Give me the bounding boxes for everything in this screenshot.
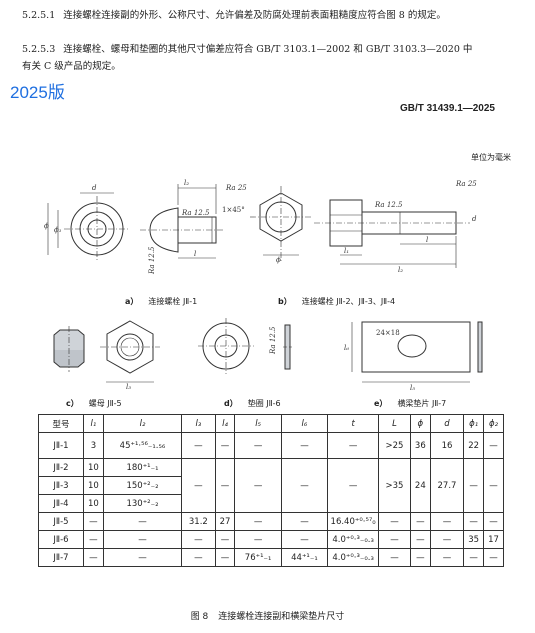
header-phi: ϕ (409, 414, 431, 433)
dim-l-label: l (194, 250, 196, 258)
header-l6: l₆ (280, 414, 329, 433)
ra-12-5-label-vertical: Ra 12.5 (148, 246, 156, 275)
washer-front-view (198, 318, 254, 374)
table-header-row: 型号 l₁ l₂ l₃ l₄ l₅ l₆ t L ϕ d ϕ₁ ϕ₂ (38, 414, 504, 433)
dim-l1-label: l₁ (344, 247, 349, 255)
caption-d: d）垫圈 JⅡ-6 (224, 399, 281, 408)
table-row: JⅡ-6 — — — — — — 4.0⁺⁰·³₋₀.₃ — — — 35 17 (38, 530, 504, 549)
ra-25-label: Ra 25 (225, 184, 247, 192)
header-t: t (327, 414, 380, 433)
clause-number: 5.2.5.1 (22, 10, 56, 21)
hex-bolt-side-view (314, 199, 470, 268)
caption-b: b）连接螺栓 JⅡ-2、JⅡ-3、JⅡ-4 (278, 297, 396, 306)
table-row: JⅡ-3 10 150⁺²₋₂ (38, 476, 504, 495)
nut-front-view (100, 320, 160, 383)
technical-drawing: d ϕ ϕ₁ l₂ l Ra 12.5 1×45° Ra 25 Ra 12.5 … (44, 179, 483, 392)
dim-l-hex-label: l (426, 236, 428, 244)
header-d: d (429, 414, 465, 433)
header-L: L (378, 414, 411, 433)
beam-plate-view (351, 321, 483, 383)
table-row: JⅡ-2 10 180⁺¹₋₁ — — — — — >35 24 27.7 — … (38, 458, 504, 513)
unit-note: 单位为毫米 (471, 153, 511, 162)
edition-label: 2025版 (10, 83, 65, 102)
standard-number: GB/T 31439.1—2025 (399, 103, 495, 114)
figure-title: 连接螺栓连接副和横梁垫片尺寸 (218, 612, 345, 622)
paragraph-5-2-5-1: 5.2.5.1 连接螺栓连接副的外形、公称尺寸、允许偏差及防腐处理前表面粗糙度应符… (22, 7, 446, 24)
dim-l6-label: l₆ (344, 344, 349, 352)
table-row: JⅡ-5 — — 31.2 27 — — 16.40⁺⁰·⁵⁷₀ — — — —… (38, 512, 504, 531)
header-model: 型号 (38, 414, 84, 433)
table-row: JⅡ-1 3 45⁺¹·⁵⁶₋₁.₅₆ — — — — — >25 36 16 … (38, 432, 504, 459)
dim-phi-label: ϕ (44, 222, 49, 230)
ra-12-5-label: Ra 12.5 (181, 209, 210, 217)
header-l4: l₄ (214, 414, 236, 433)
bolt-j1-front-view (47, 192, 130, 262)
table-row: JⅡ-4 10 130⁺²₋₂ (38, 494, 504, 513)
paragraph-5-2-5-3: 5.2.5.3 连接螺栓、螺母和垫圈的其他尺寸偏差应符合 GB/T 3103.1—… (22, 41, 472, 75)
dim-l2-hex-label: l₂ (398, 266, 403, 274)
header-phi1: ϕ₁ (463, 414, 485, 433)
chamfer-label: 1×45° (222, 206, 245, 214)
washer-side-view (283, 324, 292, 370)
caption-a: a）连接螺栓 JⅡ-1 (125, 297, 198, 306)
clause-text: 连接螺栓、螺母和垫圈的其他尺寸偏差应符合 GB/T 3103.1—2002 和 … (63, 44, 473, 55)
hex-bolt-front-view (250, 186, 312, 262)
clause-text: 连接螺栓连接副的外形、公称尺寸、允许偏差及防腐处理前表面粗糙度应符合图 8 的规… (63, 10, 446, 21)
dimension-table: 型号 l₁ l₂ l₃ l₄ l₅ l₆ t L ϕ d ϕ₁ ϕ₂ JⅡ-1 … (38, 414, 504, 567)
bolt-j1-side-view (140, 184, 225, 259)
clause-number: 5.2.5.3 (22, 44, 56, 55)
dim-l2-label: l₂ (184, 179, 189, 187)
caption-c: c）螺母 JⅡ-5 (66, 399, 122, 408)
rect-hole-label: 24×18 (376, 329, 400, 337)
dim-phi1-label: ϕ₁ (54, 226, 62, 234)
header-l2: l₂ (102, 414, 183, 433)
ra-12-5-hex-label: Ra 12.5 (374, 201, 403, 209)
figure-caption: 图 8 连接螺栓连接副和横梁垫片尺寸 (0, 609, 535, 622)
clause-text-cont: 有关 C 级产品的规定。 (22, 61, 121, 72)
header-l1: l₁ (83, 414, 104, 433)
figure-number: 图 8 (190, 612, 209, 622)
caption-e: e）横梁垫片 JⅡ-7 (374, 399, 447, 408)
dim-l5-label: l₅ (410, 384, 415, 392)
ra-12-5-washer-label: Ra 12.5 (269, 326, 277, 355)
header-l5: l₅ (234, 414, 282, 433)
dim-l3-label: l₃ (126, 383, 131, 391)
header-phi2: ϕ₂ (483, 414, 504, 433)
ra-25-hex-label: Ra 25 (455, 180, 477, 188)
dim-d-hex-label: d (472, 215, 477, 223)
header-l3: l₃ (181, 414, 216, 433)
nut-side-view (53, 326, 85, 372)
dim-d-label: d (92, 184, 97, 192)
dim-phi-hex-label: ϕ (276, 256, 281, 264)
table-row: JⅡ-7 — — — — 76⁺¹₋₁ 44⁺¹₋₁ 4.0⁺⁰·³₋₀.₃ —… (38, 548, 504, 567)
